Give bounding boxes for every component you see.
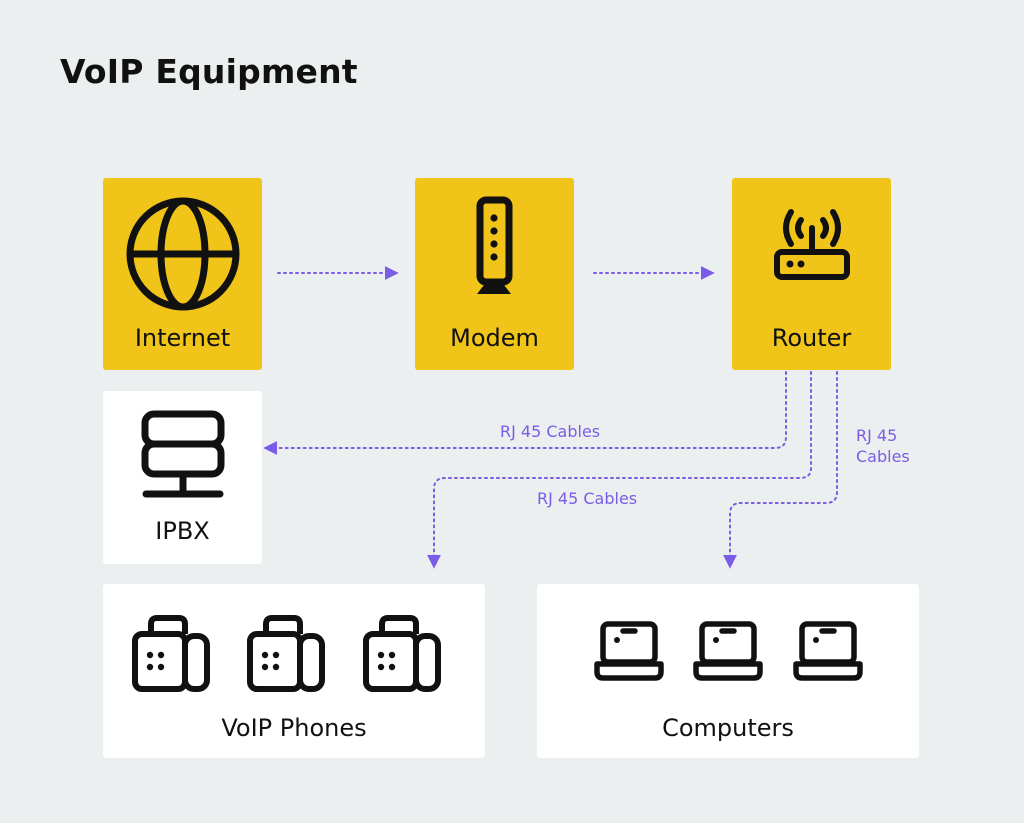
modem-node: Modem [415, 178, 574, 370]
cable-label-ipbx: RJ 45 Cables [500, 422, 601, 441]
voip-phones-node: VoIP Phones [103, 584, 485, 758]
connector-router-ipbx [263, 371, 787, 455]
modem-icon [476, 196, 513, 294]
desk-phone-icon [247, 615, 325, 692]
laptop-icon [693, 621, 763, 681]
router-label: Router [771, 324, 852, 352]
modem-label: Modem [450, 324, 539, 352]
laptop-icon [793, 621, 863, 681]
computers-node: Computers [537, 584, 919, 758]
laptop-icon [594, 621, 664, 681]
desk-phone-icon [363, 615, 441, 692]
connector-router-computers [723, 371, 838, 569]
diagram-title: VoIP Equipment [60, 52, 358, 91]
cable-label-computers: RJ 45 Cables [856, 425, 910, 467]
router-node: Router [732, 178, 891, 370]
router-icon [774, 209, 850, 280]
server-icon [141, 410, 225, 498]
computers-label: Computers [662, 714, 794, 742]
cable-label-phones: RJ 45 Cables [537, 489, 638, 508]
internet-label: Internet [134, 324, 231, 352]
cable-label-computers-line1: RJ 45 [856, 426, 898, 445]
cable-label-computers-line2: Cables [856, 447, 910, 466]
voip-phones-label: VoIP Phones [221, 714, 367, 742]
desk-phone-icon [132, 615, 210, 692]
ipbx-label: IPBX [155, 517, 210, 545]
internet-node: Internet [103, 178, 262, 370]
ipbx-node: IPBX [103, 391, 262, 564]
globe-icon [126, 197, 240, 311]
connector-router-phones [427, 371, 812, 569]
